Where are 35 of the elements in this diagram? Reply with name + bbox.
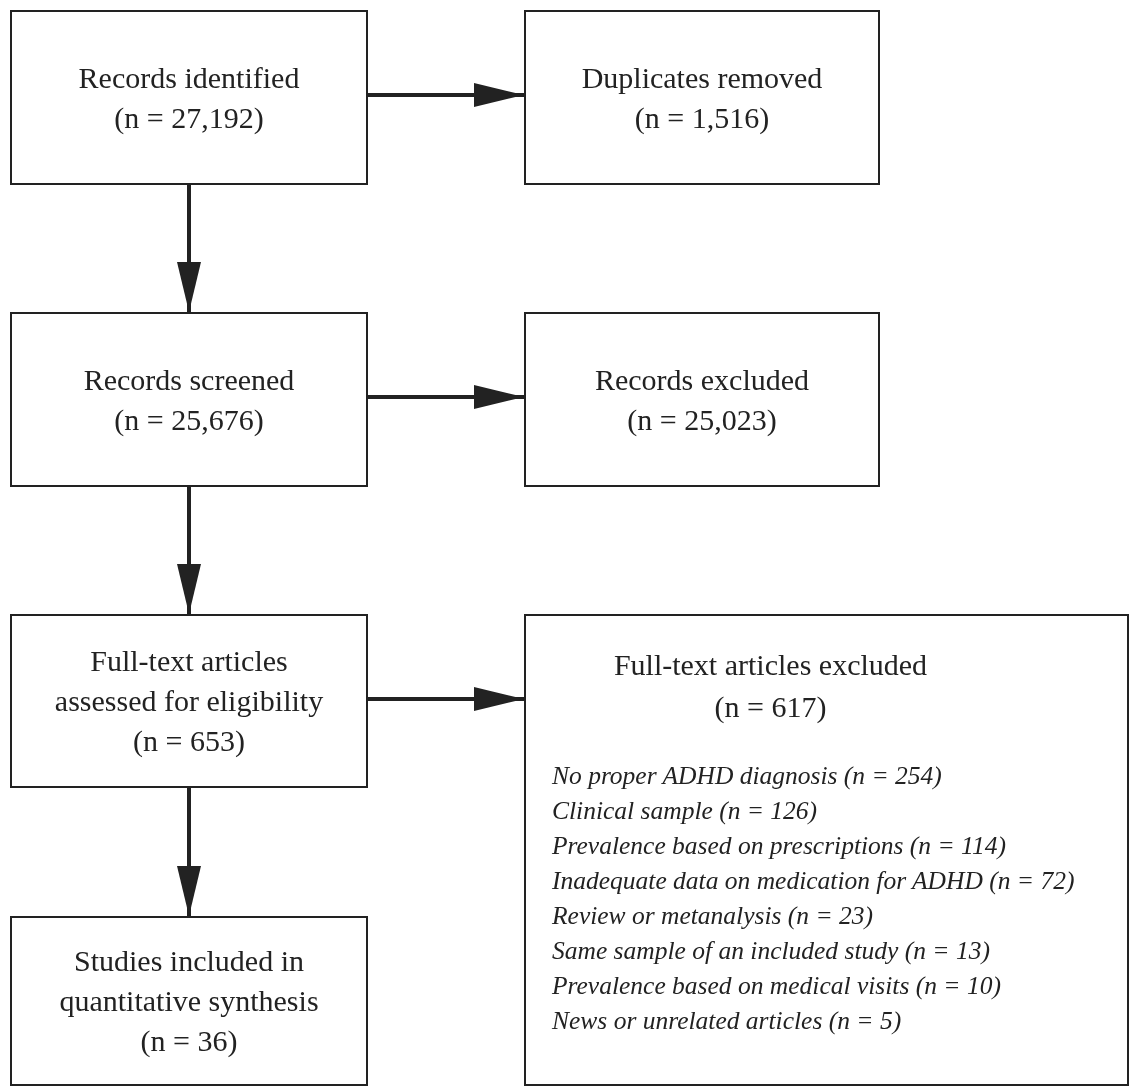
count-text: (n = 653): [132, 723, 246, 759]
arrow: [368, 385, 524, 409]
exclusion-reason: Clinical sample (n = 126): [552, 795, 819, 827]
process-box: [10, 10, 368, 185]
count-text: (n = 25,023): [626, 401, 778, 438]
box-title: Full-text articles assessed for eligibility: [53, 643, 325, 719]
arrow: [177, 185, 201, 312]
count-text: (n = 25,676): [113, 401, 265, 438]
exclusion-reason: Prevalence based on medical visits (n = 10): [552, 970, 1002, 1002]
exclusion-reason: News or unrelated articles (n = 5): [552, 1005, 903, 1037]
box-title: Studies included in quantitative synthesis: [58, 943, 320, 1019]
arrow: [368, 687, 524, 711]
arrow: [368, 83, 524, 107]
box-title: Duplicates removed: [580, 59, 824, 96]
arrow: [177, 788, 201, 916]
box-title: Full-text articles excluded: [612, 647, 929, 683]
count-text: (n = 1,516): [633, 99, 771, 136]
process-box: [10, 614, 368, 788]
arrow: [177, 487, 201, 614]
exclusion-reason: Same sample of an included study (n = 13): [552, 935, 991, 967]
process-box: [524, 10, 880, 185]
count-text: (n = 617): [713, 689, 828, 725]
process-box: [10, 916, 368, 1086]
exclusion-reason: Review or metanalysis (n = 23): [552, 900, 875, 932]
exclusion-reason: Prevalence based on prescriptions (n = 114): [552, 830, 1007, 862]
count-text: (n = 36): [139, 1023, 239, 1059]
exclusion-reason: Inadequate data on medication for ADHD (n = 72): [552, 865, 1076, 897]
box-title: Records screened: [82, 361, 296, 398]
count-text: (n = 27,192): [113, 99, 265, 136]
box-title: Records excluded: [593, 361, 811, 398]
process-box: [524, 312, 880, 487]
process-box: [10, 312, 368, 487]
box-title: Records identified: [77, 59, 301, 96]
exclusion-reason: No proper ADHD diagnosis (n = 254): [552, 760, 943, 792]
process-box: [524, 614, 1129, 1086]
